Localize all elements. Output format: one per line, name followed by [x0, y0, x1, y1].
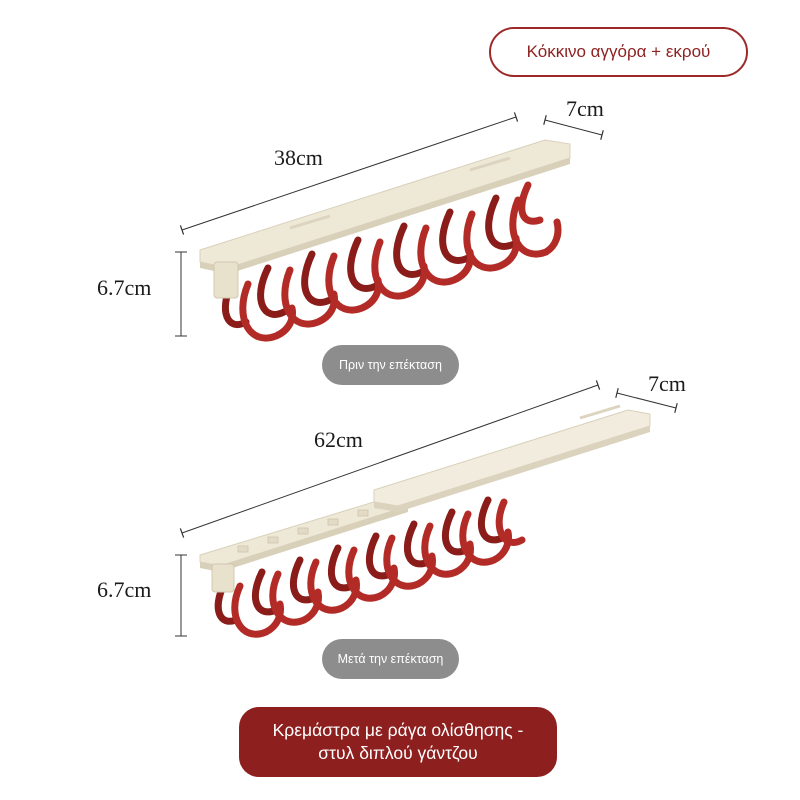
bottom-dimension-lines	[175, 380, 678, 637]
before-extension-pill: Πριν την επέκταση	[322, 345, 459, 385]
top-dimension-lines	[175, 112, 604, 337]
top-width-label: 7cm	[566, 96, 604, 121]
color-variant-tag: Κόκκινο αγγόρα + εκρού	[489, 27, 748, 77]
top-rail	[199, 139, 571, 299]
bottom-width-label: 7cm	[648, 371, 686, 396]
bottom-height-label: 6.7cm	[97, 577, 152, 602]
bottom-rail	[199, 404, 651, 593]
after-extension-pill: Μετά την επέκταση	[322, 639, 459, 679]
product-caption-banner: Κρεμάστρα με ράγα ολίσθησης - στυλ διπλο…	[239, 707, 557, 777]
top-length-label: 38cm	[274, 145, 323, 170]
top-height-label: 6.7cm	[97, 275, 152, 300]
bottom-hooks	[214, 496, 526, 638]
bottom-length-label: 62cm	[314, 427, 363, 452]
